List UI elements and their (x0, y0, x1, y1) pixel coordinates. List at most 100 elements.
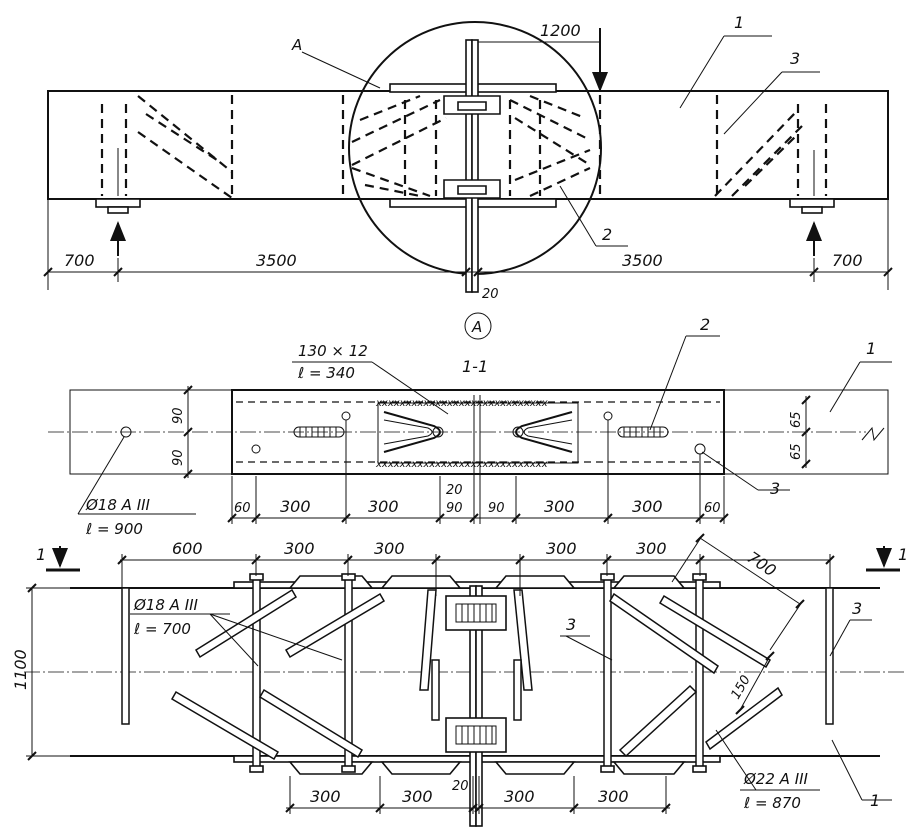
weld-box (377, 402, 579, 464)
dim-700-left: 700 (64, 251, 95, 270)
bar1-leader (209, 613, 259, 667)
center-diagonal (529, 167, 591, 197)
plan-bot-dim-300-b: 300 (402, 787, 433, 806)
right-diagonal (744, 135, 797, 187)
left-support-plate (95, 198, 141, 208)
top-clamp (443, 95, 501, 115)
dim-3500-left: 3500 (256, 251, 297, 270)
left-diagonal (137, 131, 233, 199)
bar-right-label: 3 (852, 599, 862, 618)
threaded-stud-right (617, 426, 669, 438)
weld-marks-top: xxxxxxxxxxxxxxxxxxxxxxxxxxxxx (375, 398, 548, 409)
bar-right-leader (829, 619, 851, 657)
center-diagonal (509, 99, 591, 141)
center-diagonal (529, 94, 586, 120)
sec-dim-300-b: 300 (368, 497, 399, 516)
beam-leader (679, 35, 725, 109)
pad (380, 761, 462, 775)
beam-leader-section (829, 361, 861, 413)
center-diagonal (351, 166, 431, 198)
vertical-bolt (695, 575, 704, 769)
sec-dim-300-d: 300 (632, 497, 663, 516)
sec-dim-300-c: 300 (544, 497, 575, 516)
right-diagonal (714, 111, 797, 197)
sec-dim-60-right: 60 (704, 501, 721, 516)
break-mark (861, 426, 885, 442)
dim-gap-20: 20 (482, 287, 499, 302)
pad (494, 575, 576, 589)
bottom-clamp (443, 179, 501, 199)
plates-label: 2 (602, 225, 612, 244)
center-diagonal (364, 183, 421, 198)
center-diagonal (514, 148, 591, 182)
height-left-bottom: 90 (171, 449, 186, 466)
plan-dim-300-a: 300 (284, 539, 315, 558)
hairpin-leg (513, 659, 522, 721)
section-mark-left: 1 (36, 545, 46, 564)
plate-length-label: ℓ = 340 (297, 364, 355, 382)
hairpin-leg (419, 589, 437, 691)
dim-700-right: 700 (832, 251, 863, 270)
threaded-stud-left (293, 426, 345, 438)
center-diagonal (351, 99, 441, 143)
beam-label: 1 (734, 13, 744, 32)
bar-left-label: 3 (566, 615, 576, 634)
elevation-view: 1200 A 1 3 2 700 3500 3500 700 20 (43, 13, 893, 302)
sec-dim-90-a: 90 (446, 501, 463, 516)
bar2-spec: Ø22 A III (743, 770, 809, 788)
bolt-hole (120, 426, 132, 438)
section-plates-label: 2 (700, 315, 710, 334)
plan-bot-dim-300-d: 300 (598, 787, 629, 806)
plan-dim-600: 600 (172, 539, 203, 558)
diag-dim-700 (699, 537, 801, 605)
pad (612, 761, 686, 775)
spec-leader (77, 436, 125, 515)
plan-beam-leader (831, 739, 863, 801)
plan-top-clamp (445, 595, 507, 631)
edge-bar-right (825, 587, 834, 725)
section-mark-right: 1 (898, 545, 908, 564)
plan-dim-300-b: 300 (374, 539, 405, 558)
left-support-block (107, 206, 129, 214)
section-bar-length: ℓ = 900 (85, 520, 143, 538)
vertical-bolt (344, 575, 353, 769)
dim-3500-right: 3500 (622, 251, 663, 270)
section-beam-label: 1 (866, 339, 876, 358)
diag-700-label: 700 (744, 548, 780, 581)
plan-height-label: 1100 (11, 649, 30, 690)
plate-leader (371, 361, 449, 415)
callout-a-leader (301, 51, 381, 89)
sec-dim-300-a: 300 (280, 497, 311, 516)
height-right-top: 65 (789, 411, 804, 428)
section-plate (231, 389, 725, 475)
hairpin-leg (513, 589, 533, 691)
joint-gap-right (471, 39, 479, 293)
center-diagonal (351, 117, 447, 166)
plan-bot-dim-20: 20 (452, 779, 469, 794)
bolt-hole (251, 444, 261, 454)
left-diagonal (145, 113, 221, 163)
hairpin-left-inner (383, 419, 433, 445)
section-bar-label: 3 (770, 479, 780, 498)
diag-dim-150 (739, 655, 771, 711)
pad (494, 761, 576, 775)
pad (380, 575, 462, 589)
center-diagonal (514, 117, 591, 166)
load-offset-label: 1200 (540, 21, 581, 40)
pad (288, 575, 374, 589)
right-support-plate (789, 198, 835, 208)
plan-dim-300-d: 300 (636, 539, 667, 558)
joint-gap-left (465, 39, 473, 293)
section-1-1-view: 1-1 130 × 12 ℓ = 340 xxxxxxxxxxxxxxxxxxx… (48, 315, 892, 538)
callout-a-label: A (291, 36, 302, 54)
height-left-top: 90 (171, 407, 186, 424)
plan-bot-dim-300-a: 300 (310, 787, 341, 806)
weld-marks-bottom: xxxxxxxxxxxxxxxxxxxxxxxxxxxxx (375, 459, 548, 470)
diagonal-leader (723, 71, 783, 135)
diagonal-bars (170, 588, 783, 761)
height-right-bottom: 65 (789, 443, 804, 460)
plates-leader-section (649, 335, 687, 431)
detail-marker-label: A (471, 318, 482, 336)
detail-marker-circle (464, 312, 492, 340)
bar1-spec: Ø18 A III (133, 596, 199, 614)
